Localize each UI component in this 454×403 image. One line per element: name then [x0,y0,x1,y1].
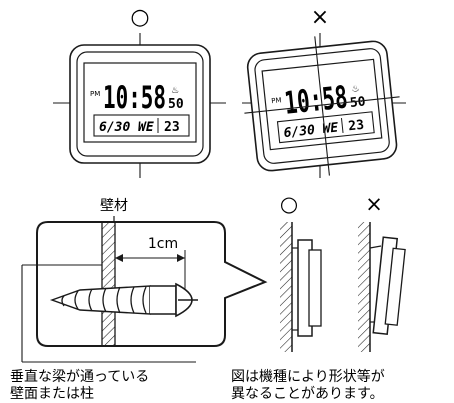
date-display: 6/30 [99,120,130,135]
wall-section-hatch [102,223,115,345]
seconds-display: 50 [168,97,184,112]
pm-indicator: PM [271,96,282,105]
wall-material-label: 壁材 [100,198,128,214]
left-caption-line-1: 垂直な梁が通っている [10,368,149,385]
screw-depth-callout: 壁材 1cm [10,198,268,402]
weekday-display: WE [138,120,154,135]
incorrect-clock-example: × PM 10:58 50 ♨ 6/30 WE 23 [242,5,406,178]
right-caption-line-1: 図は機種により形状等が [231,368,385,385]
incorrect-mark: × [311,5,329,30]
clock-frame-inner [76,51,204,157]
dimension-arrow-right [177,254,185,262]
side-view-correct: ○ [280,192,322,352]
time-display: 10:58 [103,80,166,116]
correct-mark: ○ [130,5,149,30]
clock-side-front [384,247,406,326]
correct-clock-example: ○ PM 10:58 50 ♨ 6/30 WE 23 [53,5,226,178]
time-display: 10:58 [283,79,349,121]
date-display: 6/30 [283,123,316,141]
screw-hook [369,245,382,249]
seconds-display: 50 [349,94,366,111]
date-row-divider [340,117,344,134]
side-view-incorrect: × [358,192,406,352]
temperature-display: 23 [164,120,180,135]
tilted-vertical-line [314,36,330,176]
weekday-display: WE [322,120,339,137]
alarm-icon: ♨ [351,84,360,95]
right-caption-line-2: 異なることがあります。 [231,386,384,402]
screw-icon [49,282,198,318]
temperature-display: 23 [348,118,365,135]
date-row [93,114,190,137]
clock-side-front [308,249,322,327]
callout-frame [36,221,268,347]
wall-hatch [358,222,370,352]
wall-hatch [280,222,292,352]
depth-label: 1cm [148,236,178,252]
dimension-arrow-left [115,254,123,262]
left-caption-line-2: 壁面または柱 [10,386,94,402]
side-correct-mark: ○ [280,192,298,216]
tilted-horizontal-line [244,96,400,114]
date-row [276,111,375,144]
side-incorrect-mark: × [365,192,383,216]
alarm-icon: ♨ [171,86,179,96]
pm-indicator: PM [90,90,100,98]
